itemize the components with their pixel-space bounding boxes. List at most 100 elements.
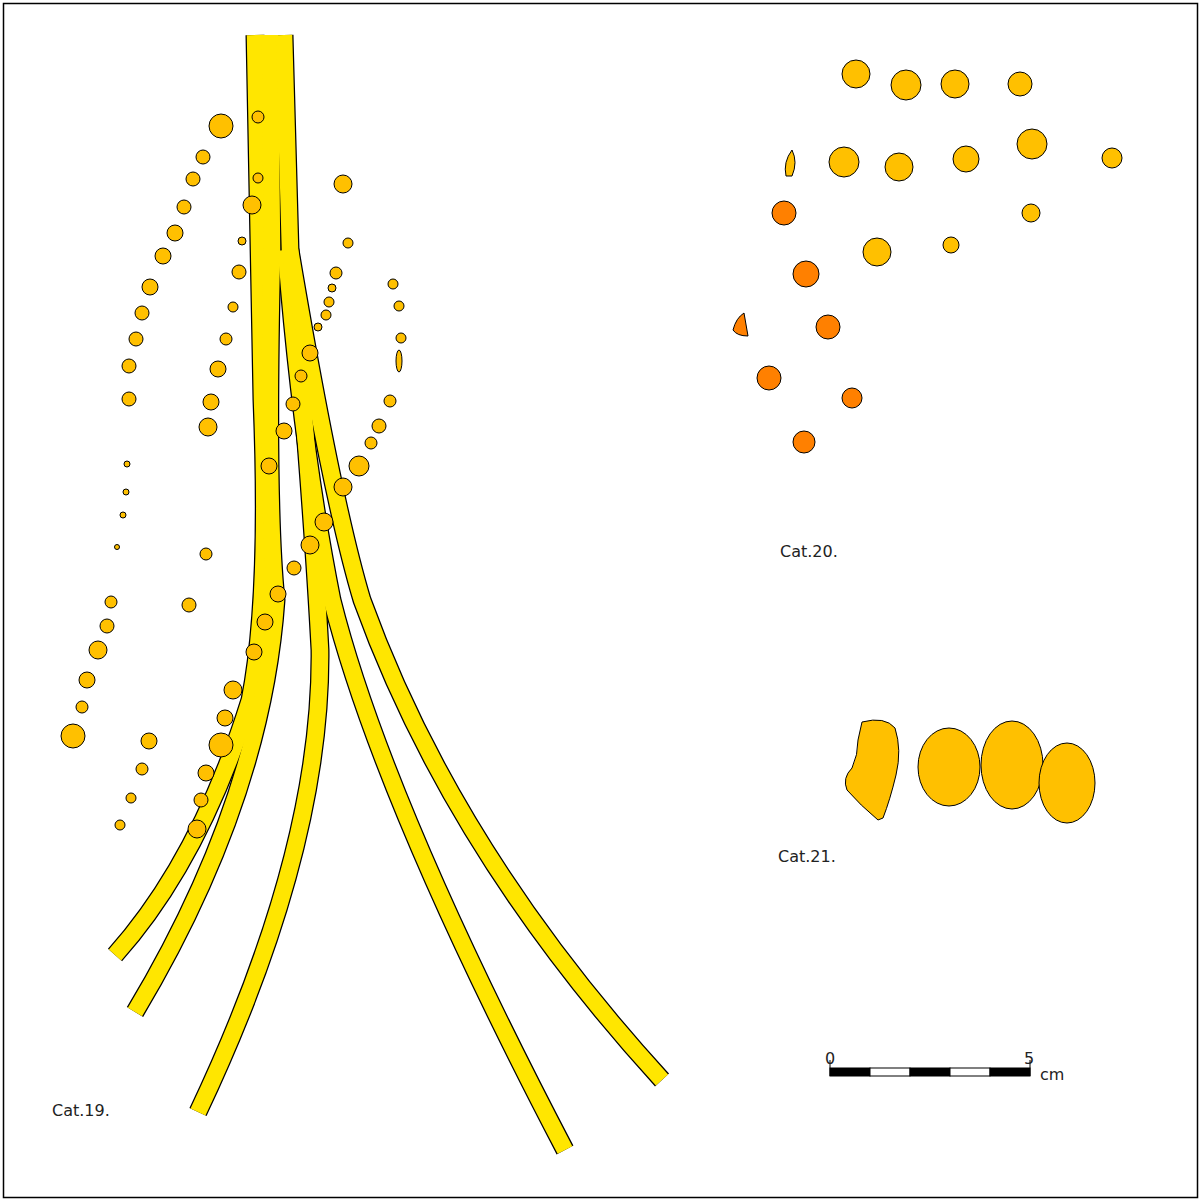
gold-bead (142, 279, 158, 295)
gold-bead (198, 765, 214, 781)
gold-bead (196, 150, 210, 164)
gold-bead (135, 306, 149, 320)
gold-bead (203, 394, 219, 410)
gold-bead (270, 586, 286, 602)
gold-bead (126, 793, 136, 803)
bead-fragment (785, 150, 795, 176)
gold-bead (365, 437, 377, 449)
gold-bead (953, 146, 979, 172)
gold-bead (253, 173, 263, 183)
scale-unit: cm (1040, 1066, 1064, 1084)
gold-bead (252, 111, 264, 123)
strip-outline (286, 250, 565, 1150)
gold-bead (220, 333, 232, 345)
gold-bead (1022, 204, 1040, 222)
gold-bead (287, 561, 301, 575)
gold-bead (120, 512, 126, 518)
gold-bead (115, 545, 120, 550)
gold-bead (246, 644, 262, 660)
gold-bead (210, 361, 226, 377)
gold-bead (314, 323, 322, 331)
gold-bead (384, 395, 396, 407)
gold-bead (257, 614, 273, 630)
red-gold-bead (793, 431, 815, 453)
gold-bead (328, 284, 336, 292)
gold-bead (286, 397, 300, 411)
gold-bead (1008, 72, 1032, 96)
red-gold-bead (772, 201, 796, 225)
bead-fragment (733, 313, 748, 336)
gold-bead (396, 350, 402, 372)
cat21-beads (845, 720, 1095, 823)
catalogue-number: Cat.21. (778, 848, 836, 866)
gold-bead (388, 279, 398, 289)
gold-bead (194, 793, 208, 807)
gold-bead (182, 598, 196, 612)
red-gold-bead (793, 261, 819, 287)
gold-bead (343, 238, 353, 248)
gold-strip (115, 35, 264, 955)
gold-bead (209, 733, 233, 757)
gold-bead (89, 641, 107, 659)
gold-bead (261, 458, 277, 474)
gold-bead (186, 172, 200, 186)
catalogue-number: Cat.20. (780, 543, 838, 561)
gold-bead (188, 820, 206, 838)
frame (4, 4, 1198, 1198)
gold-bead (76, 701, 88, 713)
gold-bead (123, 489, 129, 495)
gold-bead (200, 548, 212, 560)
red-gold-bead (757, 366, 781, 390)
red-gold-bead (816, 315, 840, 339)
gold-bead (943, 237, 959, 253)
gold-bead (891, 70, 921, 100)
gold-bead (372, 419, 386, 433)
gold-bead (334, 478, 352, 496)
strip-outline (135, 35, 276, 1012)
gold-bead (1102, 148, 1122, 168)
gold-bead (155, 248, 171, 264)
gold-bead (243, 196, 261, 214)
gold-bead (276, 423, 292, 439)
gold-bead (224, 681, 242, 699)
scale-number: 5 (1024, 1050, 1034, 1068)
scale-bar (830, 1060, 1030, 1076)
gold-bead (301, 536, 319, 554)
strip-outline (115, 35, 264, 955)
gold-bead (315, 513, 333, 531)
gold-bead (177, 200, 191, 214)
gold-bead (842, 60, 870, 88)
gold-strip (135, 35, 276, 1012)
gold-bead (885, 153, 913, 181)
gold-bead (199, 418, 217, 436)
gold-bead (330, 267, 342, 279)
gold-bead (349, 456, 369, 476)
gold-beads (61, 60, 1122, 838)
gold-bead (829, 147, 859, 177)
gold-bead (394, 301, 404, 311)
gold-bead (79, 672, 95, 688)
gold-bead (238, 237, 246, 245)
gold-strip (286, 250, 565, 1150)
gold-bead (129, 332, 143, 346)
gold-bead (124, 461, 130, 467)
gold-bead (941, 70, 969, 98)
gold-bead (209, 114, 233, 138)
gold-bead (295, 370, 307, 382)
gold-bead (232, 265, 246, 279)
gold-bead (61, 724, 85, 748)
gold-strips (115, 35, 662, 1150)
gold-bead (136, 763, 148, 775)
gold-bead (122, 392, 136, 406)
gold-bead (115, 820, 125, 830)
gold-bead (321, 310, 331, 320)
gold-strip (290, 250, 662, 1080)
gold-bead (1017, 129, 1047, 159)
scale-number: 0 (825, 1050, 835, 1068)
gold-bead (141, 733, 157, 749)
gold-bead (228, 302, 238, 312)
gold-bead (167, 225, 183, 241)
gold-bead (324, 297, 334, 307)
gold-bead (100, 619, 114, 633)
